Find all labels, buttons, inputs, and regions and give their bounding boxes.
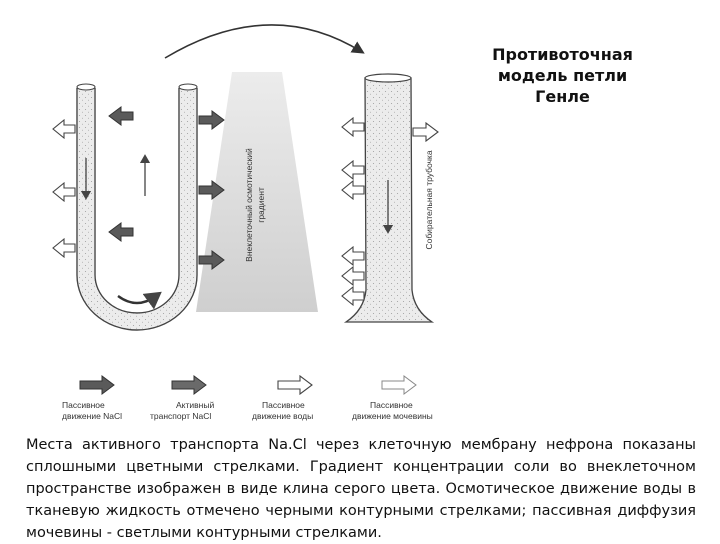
legend-item-passive-nacl: Пассивное движение NaCl — [62, 375, 122, 421]
transition-curved-arrow — [164, 24, 365, 59]
water-arrow — [341, 179, 365, 201]
legend-item-active-nacl: Активный транспорт NaCl — [150, 375, 214, 421]
collecting-duct: Собирательная трубочка — [343, 73, 435, 323]
nacl-arrow — [198, 250, 225, 270]
legend: Пассивное движение NaCl Активный транспо… — [62, 374, 433, 421]
nacl-arrow — [198, 110, 225, 130]
water-arrow — [52, 237, 76, 259]
loop-of-henle — [76, 83, 198, 331]
active-nacl-arrow — [108, 106, 134, 126]
legend-item-passive-water: Пассивное движение воды — [252, 374, 313, 421]
water-arrow — [341, 245, 365, 267]
water-arrow — [341, 265, 365, 287]
svg-text:Пассивное: Пассивное — [262, 400, 305, 410]
svg-text:Пассивное: Пассивное — [370, 400, 413, 410]
nacl-arrow — [198, 180, 225, 200]
active-nacl-arrow — [108, 222, 134, 242]
svg-text:транспорт NaCl: транспорт NaCl — [150, 411, 211, 421]
urea-arrow — [412, 121, 439, 143]
loop-of-henle-diagram: Внеклеточный осмотический градиент Собир — [52, 24, 439, 421]
water-arrow — [341, 116, 365, 138]
diagram-title: Противоточная модель петли Генле — [492, 45, 633, 106]
water-arrow — [341, 285, 365, 307]
svg-text:движение мочевины: движение мочевины — [352, 411, 433, 421]
legend-item-passive-urea: Пассивное движение мочевины — [352, 375, 433, 421]
gradient-label: Внеклеточный осмотический градиент — [244, 148, 266, 262]
figure-caption: Места активного транспорта Na.Cl через к… — [26, 437, 696, 541]
water-arrow — [52, 118, 76, 140]
svg-text:градиент: градиент — [256, 187, 266, 223]
water-arrow — [341, 159, 365, 181]
loop-arrows — [52, 106, 225, 270]
svg-text:Собирательная трубочка: Собирательная трубочка — [424, 150, 434, 249]
svg-text:Внеклеточный осмотический: Внеклеточный осмотический — [244, 148, 254, 262]
duct-arrows — [341, 116, 439, 307]
svg-text:Активный: Активный — [176, 400, 214, 410]
osmotic-gradient-wedge — [196, 72, 318, 312]
svg-text:движение NaCl: движение NaCl — [62, 411, 122, 421]
svg-text:Пассивное: Пассивное — [62, 400, 105, 410]
svg-text:движение воды: движение воды — [252, 411, 313, 421]
water-arrow — [52, 181, 76, 203]
